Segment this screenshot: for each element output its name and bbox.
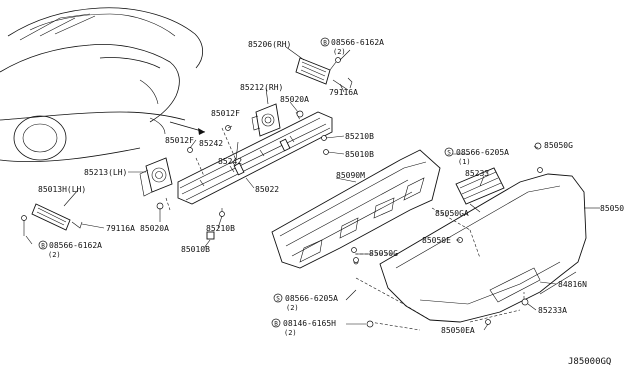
label-79116A-top: 79116A <box>329 88 358 97</box>
label-85050G-mid: 85050G <box>369 249 398 258</box>
label-79116A-left: 79116A <box>106 224 135 233</box>
label-08566-6205A-top: 08566-6205A <box>456 148 509 157</box>
label-84816N: 84816N <box>558 280 587 289</box>
leader-lines <box>25 46 600 331</box>
label-85206: 85206(RH) <box>248 40 291 49</box>
label-08146-6165H-qty: (2) <box>284 329 297 337</box>
label-85050: 85050 <box>600 204 624 213</box>
bolt-marker-s-bottom: S <box>273 293 283 303</box>
label-08566-6162A-top: 08566-6162A <box>331 38 384 47</box>
label-85210B-b: 85210B <box>206 224 235 233</box>
label-85020A-top: 85020A <box>280 95 309 104</box>
svg-text:S: S <box>276 296 280 303</box>
svg-text:S: S <box>447 150 451 157</box>
label-08566-6205A-bot: 08566-6205A <box>285 294 338 303</box>
label-85233: 85233 <box>465 169 489 178</box>
label-85012F-b: 85012F <box>165 136 194 145</box>
bolt-marker-b-top: B <box>320 37 330 47</box>
bumper-stay-85213 <box>139 157 173 197</box>
label-85090M: 85090M <box>336 171 365 180</box>
connector-lines <box>165 111 525 331</box>
label-85233A: 85233A <box>538 306 567 315</box>
bolt-marker-s-top: S <box>444 147 454 157</box>
bumper-stay-85212 <box>251 103 281 137</box>
bolt-marker-b-bottom: B <box>271 318 281 328</box>
label-08146-6165H: 08146-6165H <box>283 319 336 328</box>
side-bracket-85013H <box>21 203 83 236</box>
energy-absorber-85090M <box>271 149 441 269</box>
label-85022: 85022 <box>255 185 279 194</box>
svg-text:B: B <box>41 243 45 250</box>
side-bracket-85206 <box>295 57 353 91</box>
bolt-marker-b-left: B <box>38 240 48 250</box>
label-85213: 85213(LH) <box>84 168 127 177</box>
label-85012F-a: 85012F <box>211 109 240 118</box>
label-08566-6205A-top-qty: (1) <box>458 158 471 166</box>
label-85050EA: 85050EA <box>441 326 475 335</box>
label-85010B-b: 85010B <box>181 245 210 254</box>
label-85050G-top: 85050G <box>544 141 573 150</box>
label-85210B-a: 85210B <box>345 132 374 141</box>
bumper-reinforcement-85022 <box>177 111 333 205</box>
svg-text:B: B <box>274 321 278 328</box>
label-08566-6162A-left: 08566-6162A <box>49 241 102 250</box>
label-08566-6205A-bot-qty: (2) <box>286 304 299 312</box>
label-08566-6162A-top-qty: (2) <box>333 48 346 56</box>
label-85010B-a: 85010B <box>345 150 374 159</box>
label-85013H: 85013H(LH) <box>38 185 86 194</box>
label-85242-a: 85242 <box>199 139 223 148</box>
svg-text:B: B <box>323 40 327 47</box>
label-85242-b: 85242 <box>218 157 242 166</box>
label-85050E: 85050E <box>422 236 451 245</box>
label-85212: 85212(RH) <box>240 83 283 92</box>
label-08566-6162A-left-qty: (2) <box>48 251 61 259</box>
label-85050GA: 85050GA <box>435 209 469 218</box>
diagram-reference-code: J85000GQ <box>568 357 611 367</box>
vehicle-rear-illustration <box>0 7 206 163</box>
label-85020A-left: 85020A <box>140 224 169 233</box>
